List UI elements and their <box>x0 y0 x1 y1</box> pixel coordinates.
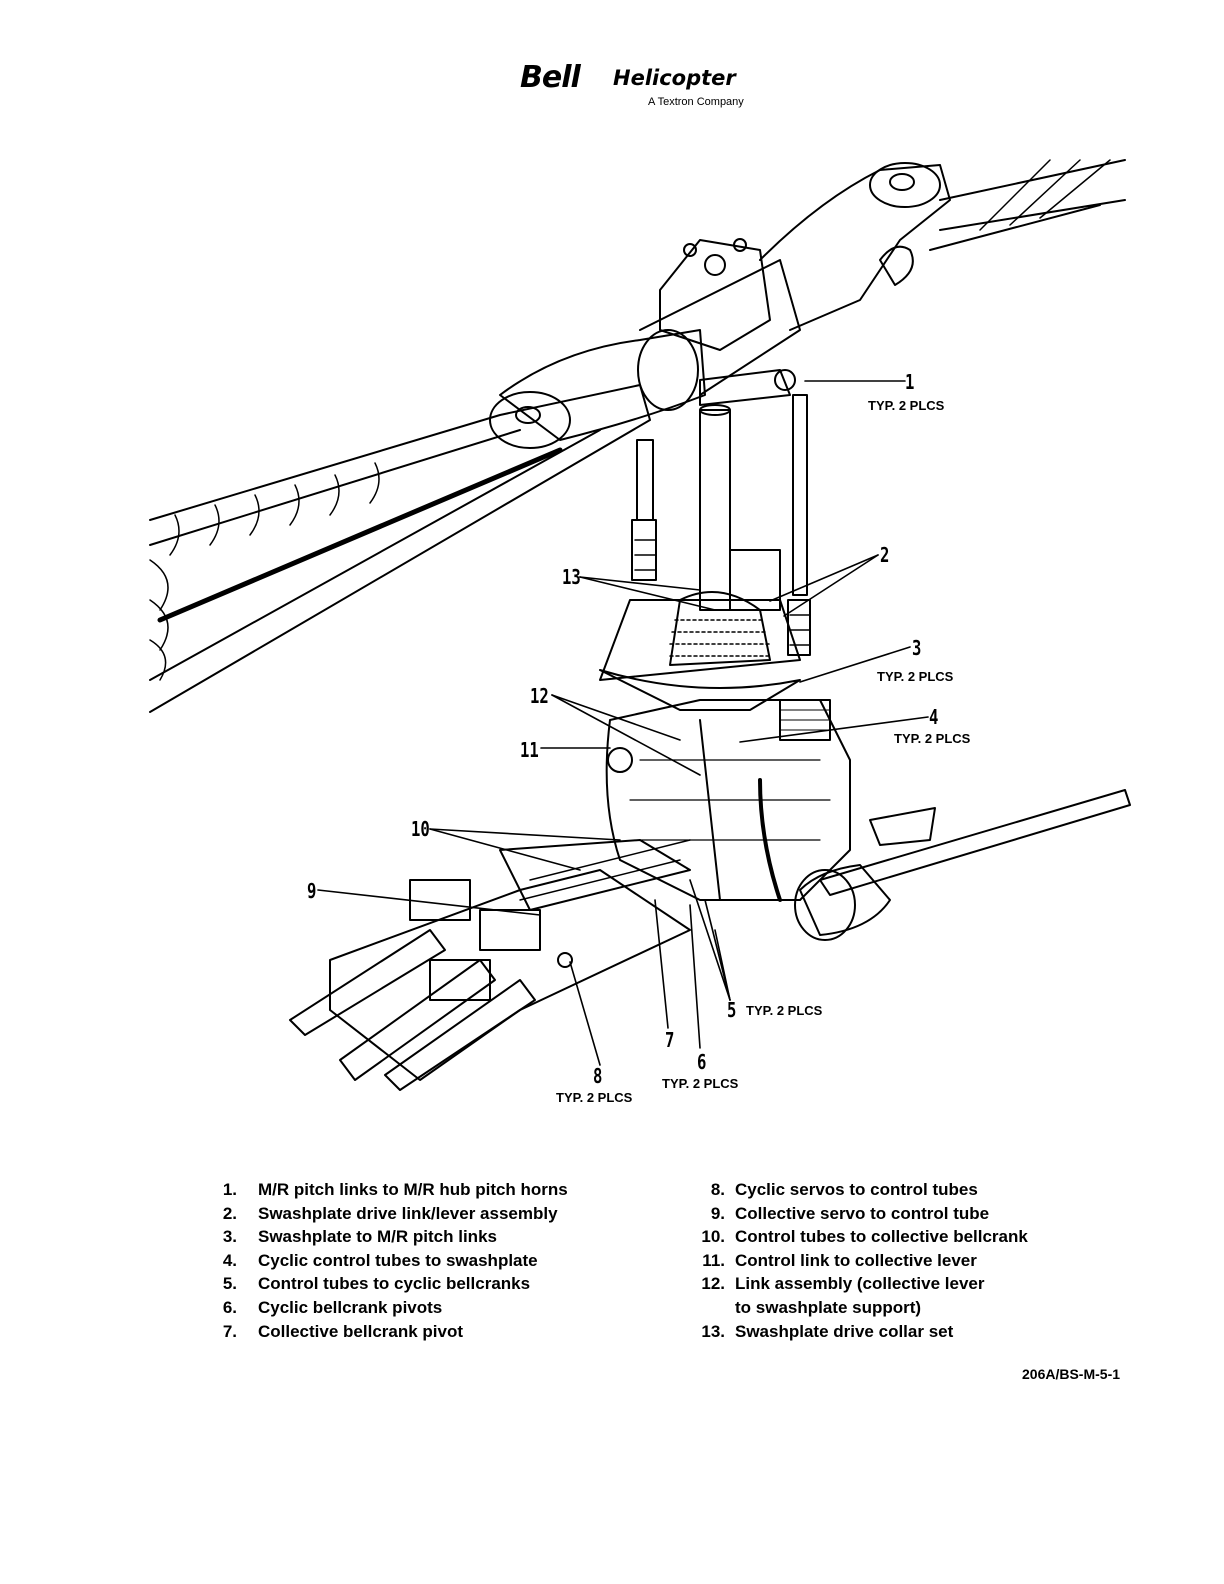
callout-13: 13 <box>562 565 581 589</box>
logo-tagline: A Textron Company <box>648 96 744 108</box>
callout-6-typ: TYP. 2 PLCS <box>662 1076 739 1091</box>
legend-text: Cyclic servos to control tubes <box>735 1180 978 1199</box>
legend-text: Cyclic control tubes to swashplate <box>258 1250 538 1270</box>
left-rotor-blade <box>149 384 651 713</box>
legend-number: 5. <box>222 1274 237 1294</box>
legend-text: Collective bellcrank pivot <box>258 1321 464 1341</box>
transmission-housing <box>605 699 851 901</box>
servo-actuators <box>289 839 691 1091</box>
callout-7: 7 <box>665 1028 675 1052</box>
callout-1-typ: TYP. 2 PLCS <box>868 398 945 413</box>
legend-number: 13. <box>701 1321 725 1341</box>
callout-6: 6 <box>697 1050 707 1074</box>
callout-8-typ: TYP. 2 PLCS <box>556 1090 633 1105</box>
callout-12: 12 <box>530 684 549 708</box>
legend-text: M/R pitch links to M/R hub pitch horns <box>258 1180 568 1199</box>
leader-lines <box>317 380 929 1066</box>
callout-1: 1 <box>905 370 915 394</box>
legend-text: Control link to collective lever <box>735 1250 977 1270</box>
legend-number: 10. <box>701 1227 725 1247</box>
legend-text: Swashplate drive link/lever assembly <box>258 1203 558 1223</box>
callout-5: 5 <box>727 998 737 1022</box>
legend-text: Swashplate to M/R pitch links <box>258 1227 497 1247</box>
legend-text: Control tubes to cyclic bellcranks <box>258 1274 531 1294</box>
legend-number: 3. <box>222 1227 237 1247</box>
legend-number: 8. <box>710 1180 725 1199</box>
callout-10: 10 <box>411 817 430 841</box>
rotor-control-diagram: 1 TYP. 2 PLCS 2 3 TYP. 2 PLCS 4 TYP. 2 P… <box>149 159 1131 1105</box>
logo-wordmark: Helicopter <box>613 66 736 90</box>
callout-9: 9 <box>307 879 317 903</box>
legend-number: 7. <box>222 1321 237 1341</box>
legend-text: Cyclic bellcrank pivots <box>258 1297 443 1317</box>
callout-4-typ: TYP. 2 PLCS <box>894 731 971 746</box>
callout-5-typ: TYP. 2 PLCS <box>746 1003 823 1018</box>
legend-number: 2. <box>222 1203 237 1223</box>
callout-11: 11 <box>520 738 539 762</box>
logo-mark: Bell <box>520 60 581 95</box>
callout-3-typ: TYP. 2 PLCS <box>877 669 954 684</box>
legend-number: 4. <box>222 1250 237 1270</box>
right-rotor-blade <box>759 159 1126 331</box>
legend-text: Collective servo to control tube <box>735 1203 990 1223</box>
tail-drive-and-pump <box>758 778 1131 941</box>
legend-text: Control tubes to collective bellcrank <box>735 1227 1028 1247</box>
rotor-assembly-drawing <box>149 159 1131 1091</box>
legend-number: 11. <box>702 1250 725 1270</box>
legend-number: 12. <box>701 1274 725 1294</box>
callout-8: 8 <box>593 1064 603 1088</box>
legend-number: 6. <box>222 1297 237 1317</box>
callout-3: 3 <box>912 636 922 660</box>
figure-id: 206A/BS-M-5-1 <box>1022 1366 1121 1382</box>
legend-text: Link assembly (collective lever <box>735 1274 985 1294</box>
legend-text: to swashplate support) <box>735 1297 922 1317</box>
legend-text: Swashplate drive collar set <box>735 1321 954 1341</box>
swashplate <box>599 549 801 711</box>
rotor-hub <box>499 259 801 441</box>
callout-2: 2 <box>880 543 890 567</box>
legend-number: 9. <box>710 1203 725 1223</box>
legend-number: 1. <box>222 1180 237 1199</box>
callout-4: 4 <box>929 705 939 729</box>
